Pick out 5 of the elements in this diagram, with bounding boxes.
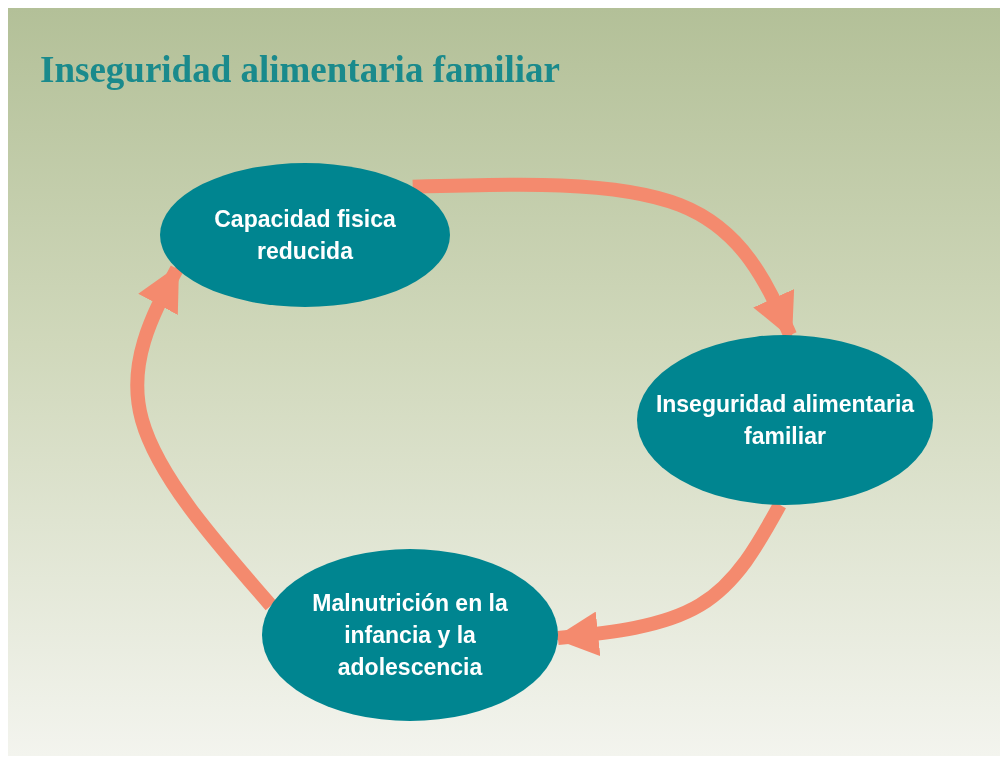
node-label: Capacidad fisica reducida — [213, 204, 397, 266]
node-label: Inseguridad alimentaria familiar — [655, 389, 915, 451]
arrow — [130, 264, 277, 611]
title: Inseguridad alimentaria familiar — [40, 48, 561, 91]
node-label: Malnutrición en la infancia y la adolescencia — [311, 588, 509, 683]
